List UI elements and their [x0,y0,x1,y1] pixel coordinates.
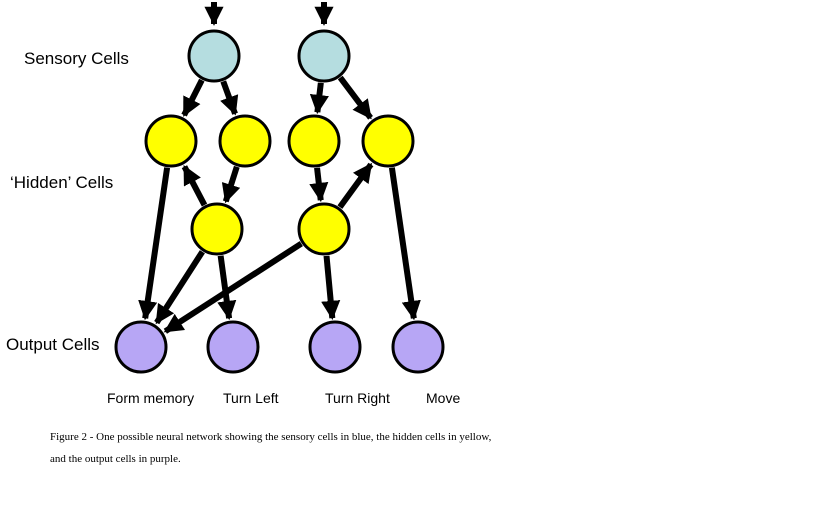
caption-line-1: Figure 2 - One possible neural network s… [50,431,492,443]
neural-network-diagram: Sensory Cells ‘Hidden’ Cells Output Cell… [6,2,460,406]
arrow-h5-to-o2 [217,255,237,321]
arrow-h3-to-h6 [309,167,329,203]
hidden-cells-label: ‘Hidden’ Cells [10,173,113,192]
hidden-cell-h1 [144,114,198,168]
hidden-cell-h3 [287,114,341,168]
output-cell-o2 [206,320,260,374]
arrow-s1-to-h2 [220,80,239,116]
arrow-s2-to-h3 [309,82,329,115]
arrow-h6-to-o3 [321,255,341,321]
sensory-cells-label: Sensory Cells [24,49,129,68]
arrow-h2-to-h5 [221,165,241,204]
hidden-cell-h4 [361,114,415,168]
hidden-cell-h6 [297,202,351,256]
caption-line-2: and the output cells in purple. [50,453,181,465]
arrow-s2-to-h4 [337,75,373,120]
output-label-turn-left: Turn Left [223,390,279,406]
hidden-cell-h2 [218,114,272,168]
network-cells [114,29,445,374]
output-cell-o1 [114,320,168,374]
arrow-s1-to-h1 [181,78,205,117]
output-label-turn-right: Turn Right [325,390,390,406]
connection-arrows [138,2,421,334]
sensory-cell-s2 [297,29,351,83]
arrow-h5-to-h1 [181,164,208,207]
figure-caption: Figure 2 - One possible neural network s… [50,426,570,470]
output-cells-label: Output Cells [6,335,100,354]
sensory-cell-s1 [187,29,241,83]
hidden-cell-h5 [190,202,244,256]
arrow-h5-to-o1 [154,250,205,325]
arrow-h4-to-o4 [388,167,421,321]
arrow-h6-to-o1 [163,241,303,334]
output-label-move: Move [426,390,460,406]
output-cell-o3 [308,320,362,374]
output-cell-o4 [391,320,445,374]
arrow-h1-to-o1 [138,167,171,321]
arrow-h6-to-h4 [337,162,374,209]
output-label-form-memory: Form memory [107,390,194,406]
